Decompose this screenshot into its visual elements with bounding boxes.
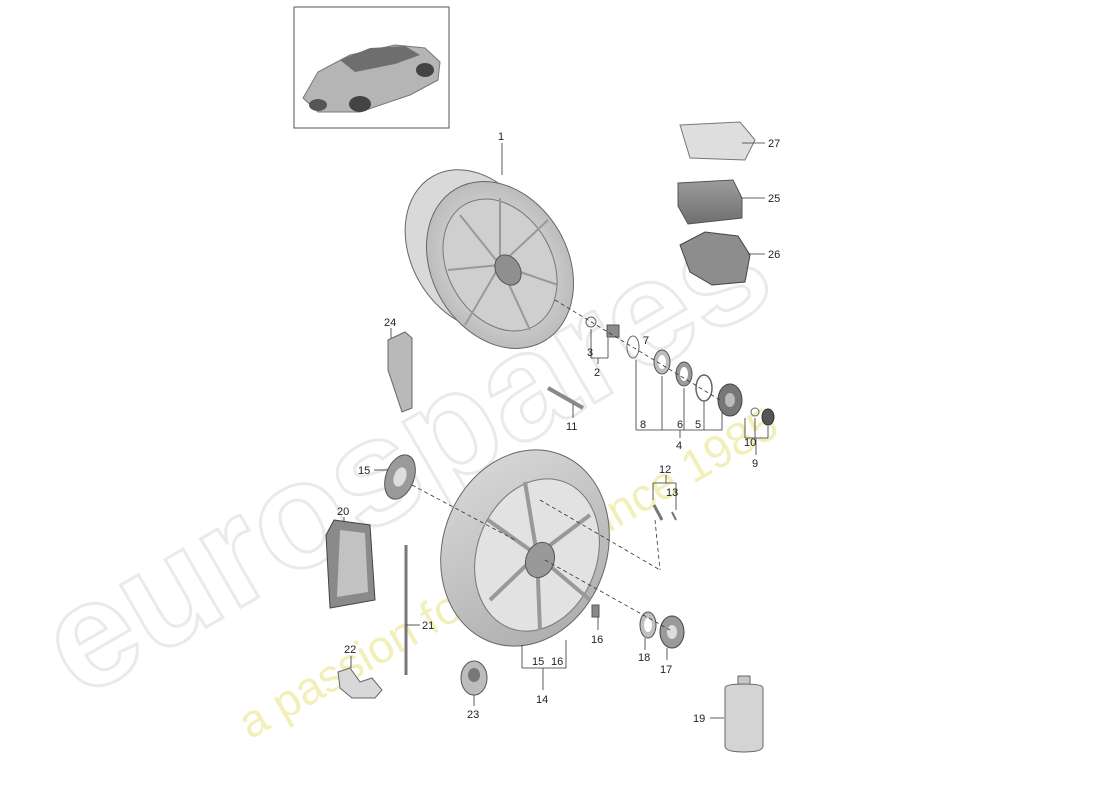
callout-27: 27 <box>768 138 780 150</box>
car-illustration <box>302 44 441 113</box>
callout-5: 5 <box>695 419 701 431</box>
callout-13: 13 <box>666 487 678 499</box>
spacer-part-15 <box>384 454 416 500</box>
callout-4: 4 <box>676 440 682 452</box>
vehicle-thumbnail <box>293 6 450 129</box>
callout-16-group: 16 <box>551 656 563 668</box>
callout-12: 12 <box>659 464 671 476</box>
callout-2: 2 <box>594 367 600 379</box>
callout-labels: 1 2 3 4 5 6 7 8 9 10 11 12 13 14 15 15 1… <box>337 131 780 725</box>
sealant-bottle-part-19 <box>724 675 764 753</box>
holder-part-26 <box>679 231 751 286</box>
leader-lines <box>343 142 769 719</box>
seal-ring-part-7 <box>626 335 640 359</box>
o-ring-part-5 <box>695 374 713 402</box>
control-unit-part-25 <box>677 179 743 225</box>
callout-15-left: 15 <box>358 465 370 477</box>
callout-11: 11 <box>566 421 577 433</box>
callout-20: 20 <box>337 506 349 518</box>
callout-8: 8 <box>640 419 646 431</box>
callout-17: 17 <box>660 664 672 676</box>
sensor-ring-part-8 <box>653 349 671 375</box>
bracket-part-24 <box>387 331 413 413</box>
washer-part-10 <box>750 407 760 417</box>
cap-part-7b <box>761 408 775 426</box>
callout-1: 1 <box>498 131 504 143</box>
callout-15-group: 15 <box>532 656 544 668</box>
cover-part-27 <box>679 121 756 161</box>
adapter-part-23 <box>460 660 488 696</box>
callout-9: 9 <box>752 458 758 470</box>
callout-19: 19 <box>693 713 705 725</box>
callout-10: 10 <box>744 437 756 449</box>
rim-part-1 <box>404 169 575 349</box>
callout-18: 18 <box>638 652 650 664</box>
glove-part-22 <box>337 667 383 699</box>
callout-22: 22 <box>344 644 356 656</box>
hub-nut-part-17 <box>659 615 685 649</box>
spare-wheel-part-14 <box>440 449 610 647</box>
callout-26: 26 <box>768 249 780 261</box>
callout-21: 21 <box>422 620 434 632</box>
callout-6: 6 <box>677 419 683 431</box>
wheel-nut-part-9 <box>717 383 743 417</box>
callout-3: 3 <box>587 347 593 359</box>
bolt-part-13 <box>652 504 677 521</box>
valve-part-16 <box>591 604 600 618</box>
callout-25: 25 <box>768 193 780 205</box>
ring-part-6 <box>675 361 693 387</box>
tool-part-11 <box>547 386 584 410</box>
callout-16: 16 <box>591 634 603 646</box>
callout-7: 7 <box>643 335 649 347</box>
callout-23: 23 <box>467 709 479 721</box>
card-part-20 <box>325 519 376 609</box>
callout-24: 24 <box>384 317 396 329</box>
callout-14: 14 <box>536 694 548 706</box>
ring-part-18 <box>639 611 657 639</box>
